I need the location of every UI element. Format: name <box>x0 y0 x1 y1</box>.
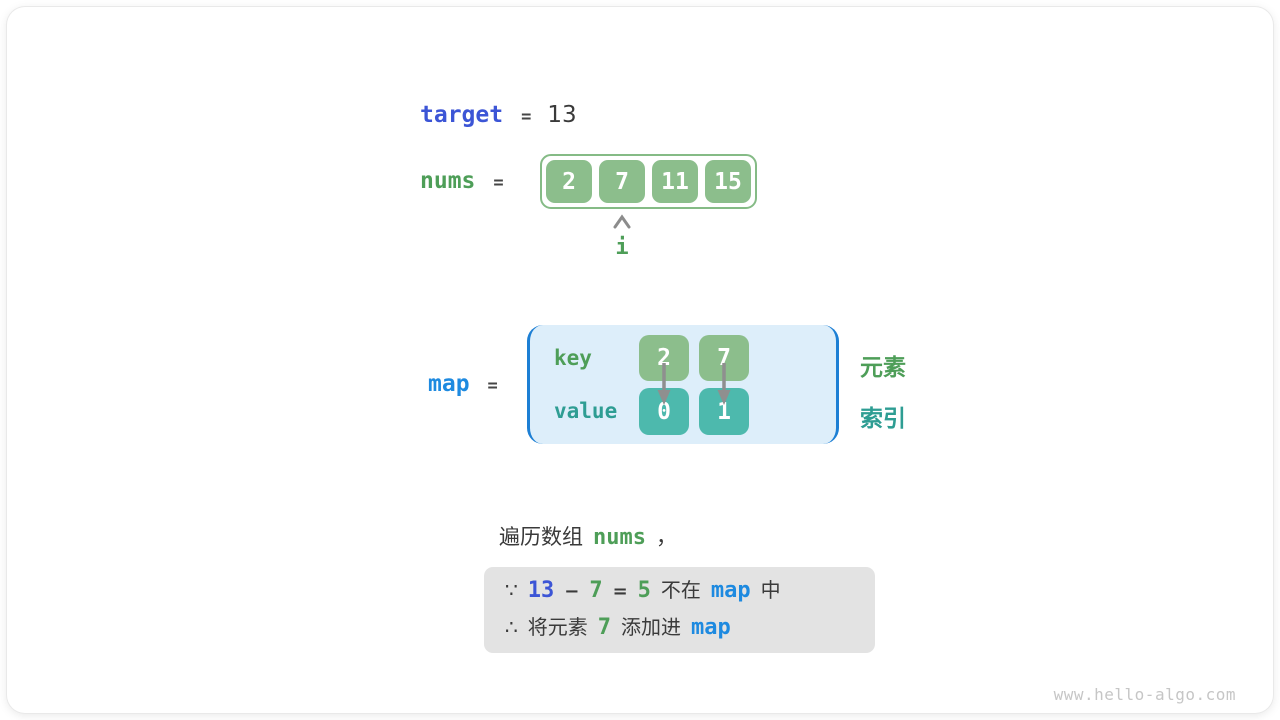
map-key-label: key <box>554 346 592 370</box>
note-line-2: ∴ 将元素 7 添加进 map <box>505 611 875 648</box>
note-prefix-text: 将元素 <box>527 615 588 639</box>
nums-keyword: nums <box>420 168 476 194</box>
note-map-keyword: map <box>710 578 751 603</box>
nums-cell: 2 <box>546 160 592 203</box>
figure-card: target = 13 nums = 2 7 11 15 i map = key… <box>7 7 1273 713</box>
minus-sign: − <box>564 581 580 602</box>
note-suffix-text: 中 <box>760 578 781 602</box>
note-element-value: 7 <box>597 615 611 640</box>
note-middle-text: 添加进 <box>620 615 681 639</box>
note-line-1: ∵ 13 − 7 = 5 不在 map 中 <box>505 574 875 611</box>
map-equals: = <box>487 376 498 396</box>
nums-equals: = <box>493 173 504 193</box>
map-value-label: value <box>554 399 618 423</box>
caption-comma: ， <box>655 525 677 549</box>
caption-row: 遍历数组 nums ， <box>499 521 677 551</box>
nums-array: 2 7 11 15 <box>540 154 757 209</box>
because-symbol: ∵ <box>505 578 518 602</box>
reasoning-note-box: ∵ 13 − 7 = 5 不在 map 中 ∴ 将元素 7 添加进 map <box>484 567 875 653</box>
target-row: target = 13 <box>420 102 577 128</box>
note-result: 5 <box>637 578 651 603</box>
nums-cell: 7 <box>599 160 645 203</box>
map-label: map = <box>428 371 514 397</box>
map-container: key value 2 7 0 1 <box>527 325 839 444</box>
map-value-cell: 0 <box>639 388 689 435</box>
map-keyword: map <box>428 371 470 397</box>
therefore-symbol: ∴ <box>505 615 518 639</box>
map-value-cell: 1 <box>699 388 749 435</box>
key-to-value-arrow-icon <box>717 363 731 405</box>
note-not-in-text: 不在 <box>660 578 701 602</box>
caption-code: nums <box>593 525 646 550</box>
index-variable-label: i <box>615 235 629 260</box>
equals-sign: = <box>612 581 628 602</box>
key-to-value-arrow-icon <box>657 363 671 405</box>
index-annotation: 索引 <box>860 406 906 432</box>
nums-cell: 15 <box>705 160 751 203</box>
target-keyword: target <box>420 102 504 128</box>
note-subtrahend: 7 <box>589 578 603 603</box>
target-value: 13 <box>547 102 577 128</box>
index-pointer-icon <box>613 214 631 229</box>
nums-cell: 11 <box>652 160 698 203</box>
target-equals: = <box>521 107 532 127</box>
caption-text: 遍历数组 <box>499 525 583 549</box>
element-annotation: 元素 <box>860 355 906 381</box>
site-watermark: www.hello-algo.com <box>1053 685 1236 704</box>
note-target-value: 13 <box>527 578 555 603</box>
note-map-keyword: map <box>690 615 731 640</box>
nums-label: nums = <box>420 168 520 194</box>
